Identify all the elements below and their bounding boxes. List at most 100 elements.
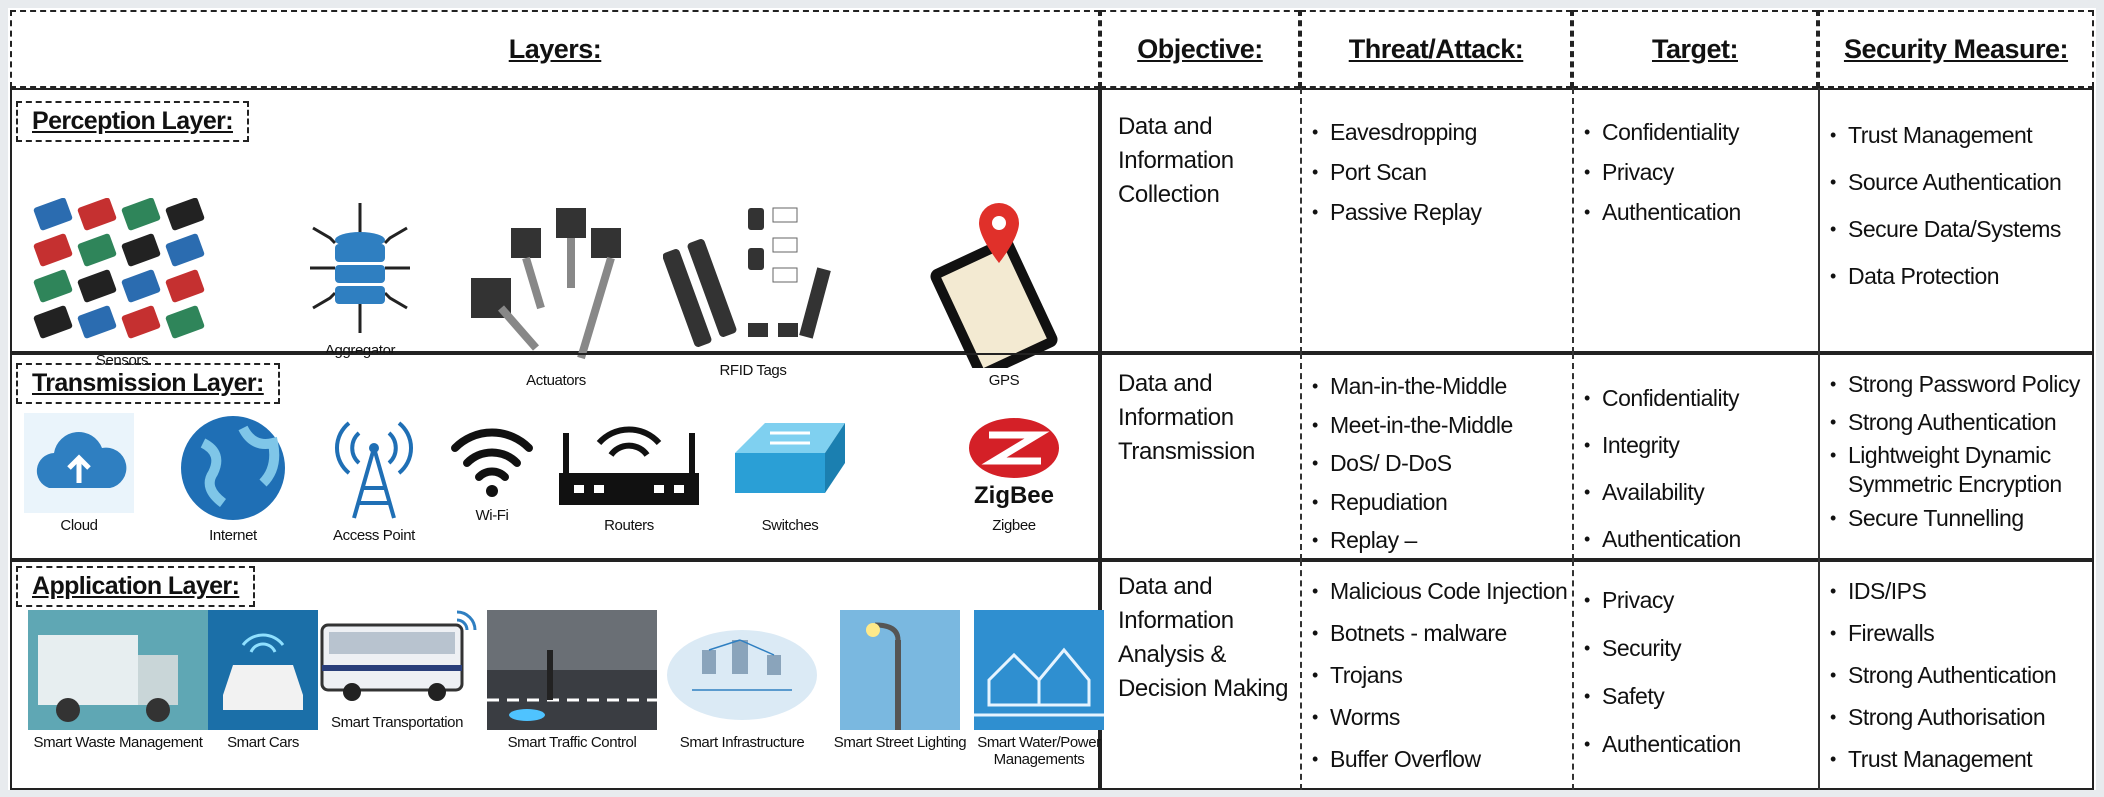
column-divider [1300,88,1302,353]
security-measure-item: Strong Password Policy [1826,365,2094,403]
waste-truck-icon [28,610,208,730]
header-objective: Objective: [1100,10,1300,88]
target-item: Safety [1580,672,1816,720]
water-power-icon [974,610,1104,730]
header-target: Target: [1572,10,1818,88]
threat-item: Worms [1308,696,1572,738]
security-measure-item: Strong Authorisation [1826,696,2094,738]
security-measure-item: Firewalls [1826,612,2094,654]
traffic-icon [487,610,657,730]
header-target-label: Target: [1651,33,1739,64]
target-item: Authentication [1580,720,1816,768]
threat-item: Port Scan [1308,152,1572,192]
layer-component-label: GPS [988,372,1020,389]
target-list: ConfidentialityPrivacyAuthentication [1580,112,1816,232]
layer-component-label: Cloud [60,517,98,534]
layer-component-label: Smart Water/Power Managements [977,734,1101,768]
header-objective-label: Objective: [1137,33,1263,64]
header-security-label: Security Measure: [1843,33,2069,64]
layer-component-label: Smart Infrastructure [679,734,805,751]
layer-component-label: Smart Transportation [330,714,464,731]
layer-component: Switches [705,413,875,534]
layer-component: Smart Waste Management [28,610,208,751]
layer-component-label: Switches [761,517,819,534]
security-measure-item: Trust Management [1826,738,2094,780]
column-divider [1572,353,1574,560]
column-divider [1572,88,1574,353]
security-measure-list: IDS/IPSFirewallsStrong AuthenticationStr… [1826,570,2094,780]
target-item: Authentication [1580,516,1816,563]
column-divider [1818,560,1820,790]
layer-component: GPS [919,198,1089,389]
security-measure-list: Trust ManagementSource AuthenticationSec… [1826,112,2094,300]
threat-item: Repudiation [1308,483,1572,522]
threat-item: Man-in-the-Middle [1308,367,1572,406]
router-icon [554,413,704,513]
layer-component: Wi-Fi [407,413,577,524]
layer-component: Smart Water/Power Managements [954,610,1124,768]
gps-phone-icon [929,198,1079,368]
cloud-icon [24,413,134,513]
header-threat-label: Threat/Attack: [1348,33,1524,64]
target-item: Security [1580,624,1816,672]
layer-component: Actuators [471,198,641,389]
layer-component: Sensors [33,198,207,369]
target-item: Privacy [1580,152,1816,192]
threat-list: Malicious Code InjectionBotnets - malwar… [1308,570,1572,780]
zigbee-logo-icon: ZigBee [949,413,1079,513]
security-measure-item: Secure Tunnelling [1826,499,2094,537]
column-divider [1818,353,1820,560]
threat-item: Malicious Code Injection [1308,570,1572,612]
header-threat: Threat/Attack: [1300,10,1572,88]
layer-component-label: Actuators [526,372,586,389]
threat-item: Replay – [1308,521,1572,560]
header-security: Security Measure: [1818,10,2094,88]
column-divider [1300,560,1302,790]
layer-component: Aggregator [275,198,445,359]
objective-text: Data and Information Analysis & Decision… [1118,573,1289,702]
threat-item: Trojans [1308,654,1572,696]
security-measure-item: Lightweight Dynamic Symmetric Encryption [1826,441,2094,499]
layer-title-label: Transmission Layer: [32,369,264,397]
target-list: PrivacySecuritySafetyAuthentication [1580,576,1816,768]
threat-item: Buffer Overflow [1308,738,1572,780]
sensor-board-icon [32,198,212,348]
layer-component-label: Smart Waste Management [33,734,203,751]
layer-component-label: Smart Street Lighting [833,734,967,751]
target-item: Privacy [1580,576,1816,624]
svg-text:ZigBee: ZigBee [974,482,1054,509]
layer-component: Access Point [289,413,459,544]
security-measure-item: Secure Data/Systems [1826,206,2094,253]
threat-item: Meet-in-the-Middle [1308,406,1572,445]
layer-component-label: Access Point [333,527,415,544]
column-divider [1818,88,1820,353]
layer-component-label: Smart Traffic Control [507,734,637,751]
security-measure-item: IDS/IPS [1826,570,2094,612]
layer-component-label: Wi-Fi [475,507,509,524]
layer-component-label: Smart Cars [227,734,299,751]
layer-component: Smart Transportation [312,610,482,731]
target-item: Confidentiality [1580,375,1816,422]
layer-component: Smart Infrastructure [657,610,827,751]
database-hub-icon [305,198,415,338]
threat-item: Eavesdropping [1308,112,1572,152]
layer-component: Routers [544,413,714,534]
wifi-icon [447,413,537,503]
iot-security-table: Layers: Objective: Threat/Attack: Target… [8,8,2096,790]
bus-icon [317,610,477,710]
layer-component-label: Routers [604,517,654,534]
target-item: Confidentiality [1580,112,1816,152]
smart-car-icon [208,610,318,730]
layer-component-label: Internet [209,527,257,544]
target-item: Authentication [1580,192,1816,232]
layer-component: Smart Traffic Control [487,610,657,751]
globe-icon [173,413,293,523]
target-item: Integrity [1580,422,1816,469]
layer-cell [10,88,1100,353]
security-measure-item: Data Protection [1826,253,2094,300]
header-layers-label: Layers: [508,33,602,64]
layer-component-label: RFID Tags [719,362,787,379]
rfid-tag-icon [663,198,843,358]
header-layers: Layers: [10,10,1100,88]
layer-component: Internet [148,413,318,544]
